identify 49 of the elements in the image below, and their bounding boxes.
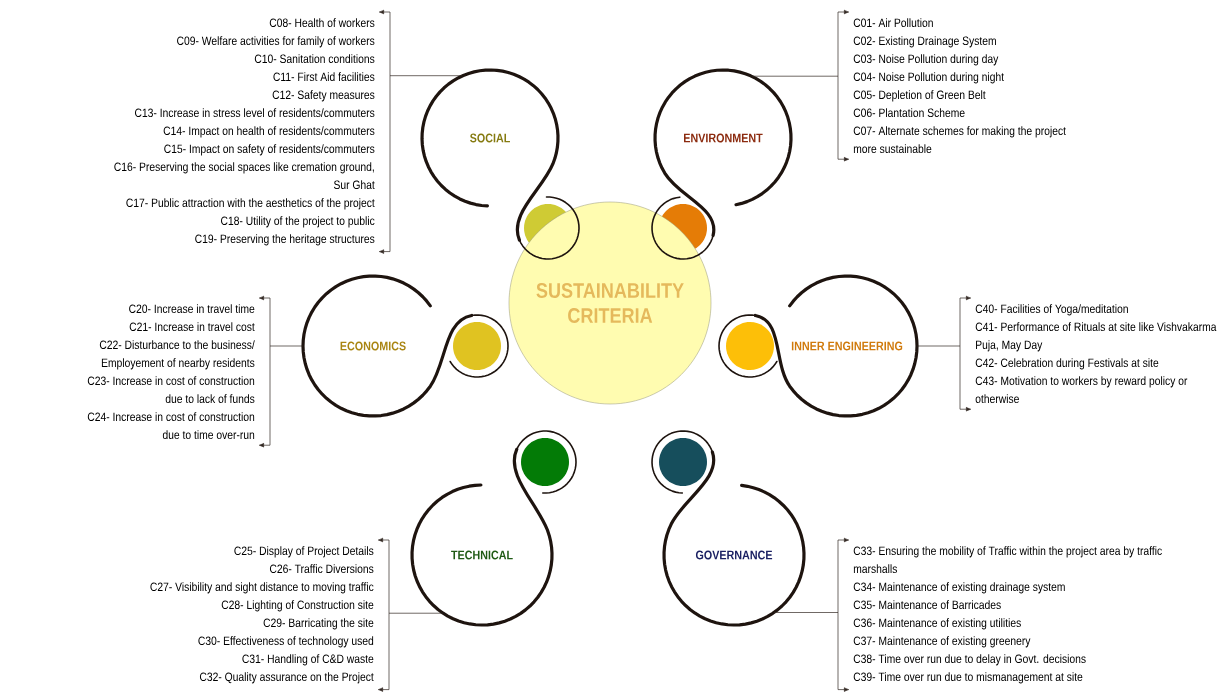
criterion-text: C41- Performance of Rituals at site like Vishvakarma Puja, May Day	[975, 322, 1217, 352]
connector-line	[751, 75, 839, 77]
criterion-text: C25- Display of Project Details	[234, 546, 374, 558]
criterion-text: C14- Impact on health of residents/commuters	[163, 126, 375, 138]
connector-line	[916, 345, 961, 347]
criterion-text: C42- Celebration during Festivals at site	[975, 358, 1159, 370]
criterion-text: C02- Existing Drainage System	[853, 36, 996, 48]
connector-line	[269, 345, 304, 347]
criterion-text: C32- Quality assurance on the Project	[199, 672, 374, 684]
criterion-text: C05- Depletion of Green Belt	[853, 90, 986, 102]
criterion-text: C17- Public attraction with the aesthetics of the project	[126, 198, 375, 210]
criterion-text: C21- Increase in travel cost	[129, 322, 255, 331]
connector-line	[773, 612, 839, 613]
criterion-text: C27- Visibility and sight distance to moving traffic	[150, 582, 374, 594]
criterion-text: C37- Maintenance of existing greenery	[853, 636, 1031, 648]
criterion-text: C10- Sanitation conditions	[254, 54, 375, 63]
criterion-text: C18- Utility of the project to public	[221, 216, 375, 228]
criterion-text: C06- Plantation Scheme	[853, 108, 965, 117]
criterion-text: C23- Increase in cost of construction due to lack of funds	[87, 376, 255, 403]
criterion-text: C34- Maintenance of existing drainage system	[853, 582, 1065, 594]
criterion-text: C19- Preserving the heritage structures	[195, 234, 375, 246]
criterion-text: C16- Preserving the social spaces like cremation ground, Sur Ghat	[114, 162, 375, 189]
criterion-text: C04- Noise Pollution during night	[853, 72, 1004, 84]
criterion-text: C39- Time over run due to mismanagement at site	[853, 672, 1083, 684]
connector-line	[388, 612, 444, 614]
criterion-text: C30- Effectiveness of technology used	[198, 636, 374, 648]
criterion-text: C15- Impact on safety of residents/commuters	[164, 144, 375, 156]
criterion-text: C20- Increase in travel time	[129, 304, 255, 313]
criterion-text: C13- Increase in stress level of residents/commuters	[135, 108, 375, 117]
criterion-text: C09- Welfare activities for family of workers	[177, 36, 375, 48]
criterion-text: C22- Disturbance to the business/ Employement of nearby residents	[99, 340, 255, 370]
criterion-text: C35- Maintenance of Barricades	[853, 600, 1001, 609]
criterion-text: C08- Health of workers	[269, 18, 375, 27]
criterion-text: C29- Barricating the site	[263, 618, 374, 630]
criterion-text: C28- Lighting of Construction site	[221, 600, 374, 612]
criterion-text: C38- Time over run due to delay in Govt. decisions	[853, 654, 1086, 666]
criterion-text: C12- Safety measures	[272, 90, 375, 102]
criterion-text: C40- Facilities of Yoga/meditation	[975, 304, 1128, 316]
criterion-text: C36- Maintenance of existing utilities	[853, 618, 1021, 630]
criterion-text: C11- First Aid facilities	[273, 72, 375, 81]
criterion-text: C01- Air Pollution	[853, 18, 933, 27]
criterion-text: C26- Traffic Diversions	[269, 564, 374, 573]
connector-line	[389, 75, 463, 77]
criterion-text: C33- Ensuring the mobility of Traffic within the project area by traffic marshalls	[853, 546, 1162, 573]
criterion-text: C31- Handling of C&D waste	[242, 654, 374, 666]
criterion-text: C03- Noise Pollution during day	[853, 54, 999, 66]
criterion-text: C43- Motivation to workers by reward policy or otherwise	[975, 376, 1188, 403]
criterion-text: C24- Increase in cost of construction due to time over-run	[87, 412, 255, 439]
criterion-text: C07- Alternate schemes for making the project more sustainable	[853, 126, 1066, 153]
